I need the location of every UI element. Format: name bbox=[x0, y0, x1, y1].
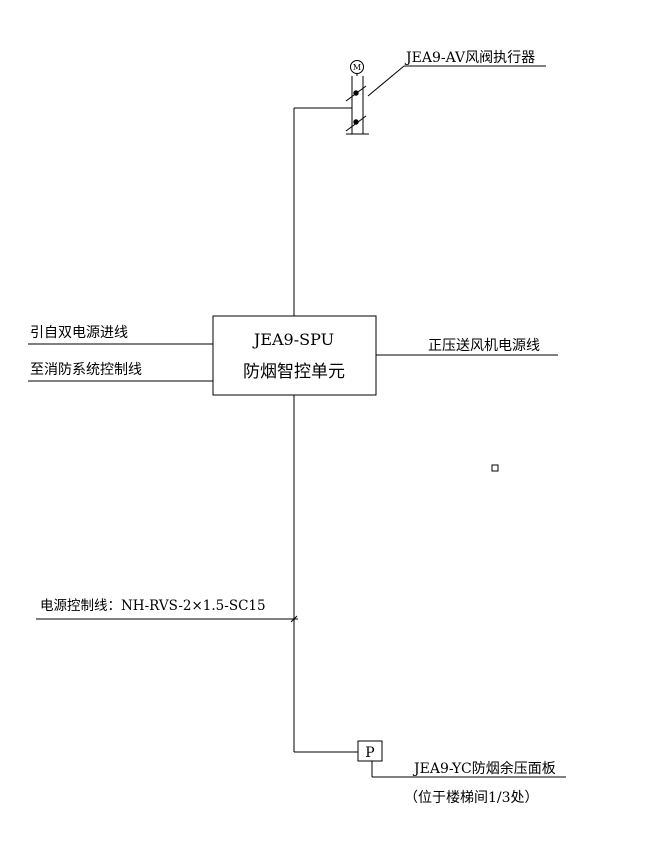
pressure-panel-label: JEA9-YC防烟余压面板 bbox=[412, 760, 556, 777]
marker-square bbox=[491, 464, 499, 472]
actuator-leader bbox=[367, 65, 405, 97]
junction-tick bbox=[290, 615, 298, 623]
actuator-terminal-top bbox=[353, 90, 359, 96]
pressure-panel-box bbox=[357, 740, 383, 762]
control-unit-box bbox=[212, 315, 377, 396]
damper-actuator bbox=[345, 60, 369, 135]
pressure-panel-symbol: P bbox=[365, 745, 374, 761]
control-unit-name: 防烟智控单元 bbox=[243, 362, 345, 382]
fan-power-label: 正压送风机电源线 bbox=[428, 338, 540, 354]
motor-symbol: M bbox=[353, 63, 361, 72]
fire-control-label: 至消防系统控制线 bbox=[30, 362, 142, 378]
pressure-panel-location: （位于楼梯间1/3处） bbox=[404, 790, 539, 806]
actuator-terminal-bottom bbox=[353, 119, 359, 125]
actuator-label: JEA9-AV风阀执行器 bbox=[404, 50, 535, 66]
trunk-wiring bbox=[293, 107, 358, 753]
power-in-label: 引自双电源进线 bbox=[30, 325, 128, 341]
control-unit-model: JEA9-SPU bbox=[252, 330, 334, 349]
power-control-label: 电源控制线：NH-RVS-2×1.5-SC15 bbox=[40, 598, 266, 614]
